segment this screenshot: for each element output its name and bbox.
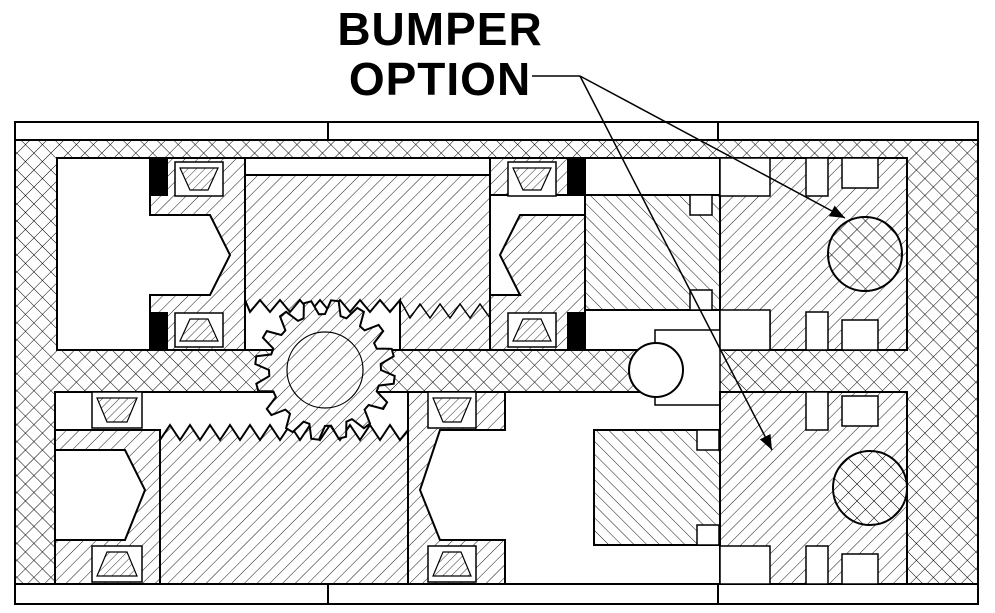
- pinion-gear: [254, 299, 396, 441]
- bumper-option-label: BUMPER OPTION: [300, 4, 580, 104]
- bumper-label-line2: OPTION: [348, 53, 532, 105]
- lower-right-piston: [407, 391, 506, 585]
- bumper-label-line1: BUMPER: [337, 3, 543, 55]
- lower-rack: [159, 423, 409, 585]
- upper-bumper: [827, 216, 903, 292]
- check-ball: [628, 342, 684, 398]
- bumper-callout-leaders: [532, 75, 846, 451]
- lower-bumper: [832, 450, 908, 526]
- upper-left-piston: [149, 157, 246, 351]
- upper-right-piston: [489, 157, 586, 351]
- housing-bottom-band: [14, 583, 979, 605]
- lower-end-cap: [593, 391, 908, 585]
